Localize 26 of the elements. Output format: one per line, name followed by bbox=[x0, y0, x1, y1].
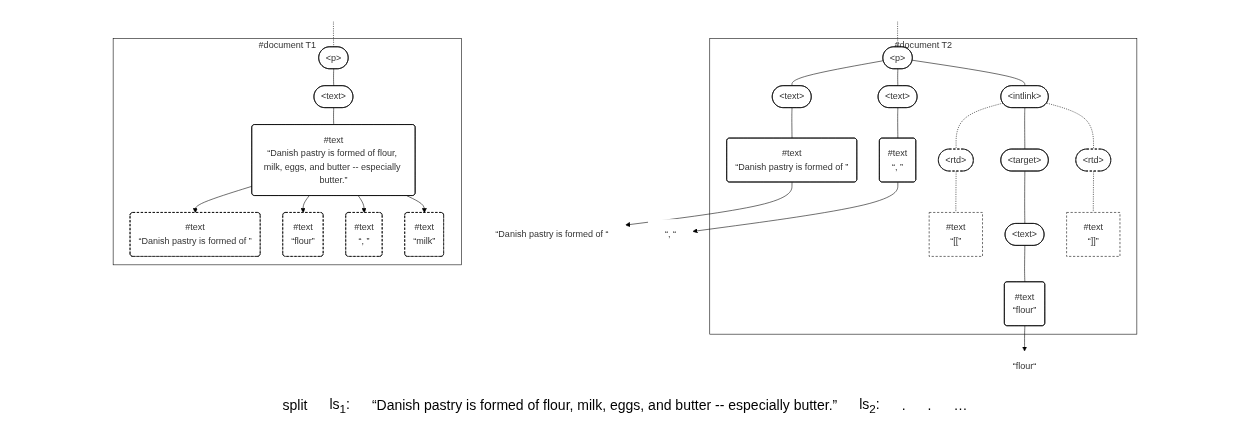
text-label: … bbox=[953, 397, 968, 413]
text-label: split bbox=[282, 397, 308, 413]
connector bbox=[897, 21, 899, 48]
connector bbox=[912, 60, 1026, 87]
node-box: #text “[[” bbox=[928, 212, 983, 257]
connector bbox=[1046, 102, 1094, 150]
connector bbox=[897, 68, 899, 87]
connector bbox=[1093, 171, 1094, 213]
text-label: ls$_{1}$: bbox=[329, 395, 350, 415]
node-text: “Danish pastry is formed of “ bbox=[495, 229, 609, 239]
connector bbox=[333, 21, 334, 48]
connector bbox=[791, 60, 884, 87]
node-text: “flour“ bbox=[1012, 361, 1037, 371]
connector bbox=[955, 102, 1004, 150]
text-label: “Danish pastry is formed of flour, milk, eggs, and butter -- especially butter.” bbox=[371, 397, 838, 413]
connector bbox=[897, 107, 899, 139]
text-label: . bbox=[901, 397, 906, 413]
connector bbox=[1024, 107, 1026, 150]
text-label: ls$_{2}$: bbox=[859, 395, 880, 415]
node-box: #text “]]” bbox=[1066, 212, 1121, 257]
text-label: . bbox=[927, 397, 932, 413]
connector bbox=[1024, 171, 1026, 224]
connector bbox=[791, 107, 793, 139]
connector bbox=[333, 107, 334, 126]
connector bbox=[333, 68, 334, 87]
connector bbox=[1024, 245, 1026, 283]
